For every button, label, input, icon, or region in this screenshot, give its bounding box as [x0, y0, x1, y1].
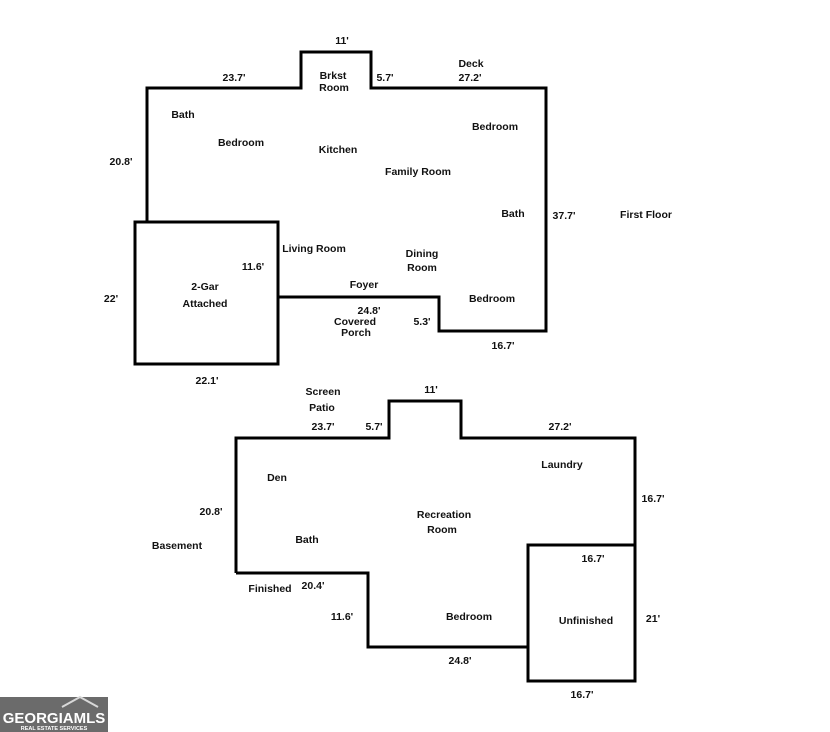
room-laundry: Laundry	[541, 459, 583, 471]
unfinished-area-outline	[526, 543, 637, 683]
dim-right-side: 37.7'	[553, 210, 576, 222]
dim-finished-width: 20.4'	[302, 580, 325, 592]
basement-heading: Basement	[152, 540, 203, 552]
georgia-mls-logo: GEORGIAMLS REAL ESTATE SERVICES	[0, 695, 108, 732]
room-bath-left: Bath	[171, 109, 194, 121]
room-den: Den	[267, 472, 287, 484]
dim-porch-depth: 5.3'	[413, 316, 430, 328]
first-floor-heading: First Floor	[620, 209, 672, 221]
room-bsmt-bath: Bath	[295, 534, 318, 546]
dim-step-side: 11.6'	[331, 611, 353, 623]
room-garage-line1: 2-Gar	[191, 281, 218, 293]
dim-bsmt-top-left: 23.7'	[312, 421, 335, 433]
dim-deck-width: 27.2'	[459, 72, 482, 84]
room-dining-line1: Dining	[406, 248, 439, 260]
dim-unfinished-top: 16.7'	[582, 553, 605, 565]
dim-unfinished-side: 21'	[646, 613, 660, 625]
dim-left-side: 20.8'	[110, 156, 133, 168]
dim-top-left: 23.7'	[223, 72, 246, 84]
room-living: Living Room	[282, 243, 346, 255]
room-bedroom-left: Bedroom	[218, 137, 264, 149]
dim-porch-width: 24.8'	[358, 305, 381, 317]
logo-name: GEORGIAMLS	[3, 710, 106, 727]
dim-garage-inner: 11.6'	[242, 261, 264, 273]
room-foyer: Foyer	[350, 279, 379, 291]
room-porch-line2: Porch	[341, 327, 371, 339]
room-bath-right: Bath	[501, 208, 524, 220]
room-screen-patio-line1: Screen	[305, 386, 340, 398]
room-bsmt-bedroom: Bedroom	[446, 611, 492, 623]
room-screen-patio-line2: Patio	[309, 402, 335, 414]
room-bedroom-bottom: Bedroom	[469, 293, 515, 305]
room-finished: Finished	[248, 583, 291, 595]
dim-bsmt-top-right: 27.2'	[549, 421, 572, 433]
room-bedroom-right: Bedroom	[472, 121, 518, 133]
finished-area-outline	[236, 571, 528, 649]
room-recreation-line2: Room	[427, 524, 457, 536]
dim-bottom-right: 16.7'	[492, 340, 515, 352]
dim-brkst-top: 11'	[335, 35, 349, 47]
dim-unfinished-bottom: 16.7'	[571, 689, 594, 701]
room-family: Family Room	[385, 166, 451, 178]
dim-garage-side: 22'	[104, 293, 118, 305]
room-unfinished: Unfinished	[559, 615, 613, 627]
garage-outline	[133, 220, 280, 366]
dim-bsmt-right-upper: 16.7'	[642, 493, 665, 505]
roof-icon	[61, 695, 99, 708]
dim-bsmt-left-side: 20.8'	[200, 506, 223, 518]
dim-garage-bottom: 22.1'	[196, 375, 219, 387]
room-kitchen: Kitchen	[319, 144, 358, 156]
dim-bsmt-bottom-mid: 24.8'	[449, 655, 472, 667]
dim-bsmt-bump-left: 5.7'	[365, 421, 382, 433]
room-recreation-line1: Recreation	[417, 509, 471, 521]
room-porch-line1: Covered	[334, 316, 376, 328]
dim-brkst-right: 5.7'	[376, 72, 393, 84]
room-garage-line2: Attached	[183, 298, 228, 310]
room-brkst-line2: Room	[319, 82, 349, 94]
basement-outline	[234, 399, 637, 573]
dim-bsmt-bump-top: 11'	[424, 384, 438, 396]
first-floor-outline	[145, 50, 548, 333]
room-dining-line2: Room	[407, 262, 437, 274]
room-deck: Deck	[458, 58, 483, 70]
room-brkst-line1: Brkst	[320, 70, 347, 82]
logo-tagline: REAL ESTATE SERVICES	[21, 726, 88, 732]
